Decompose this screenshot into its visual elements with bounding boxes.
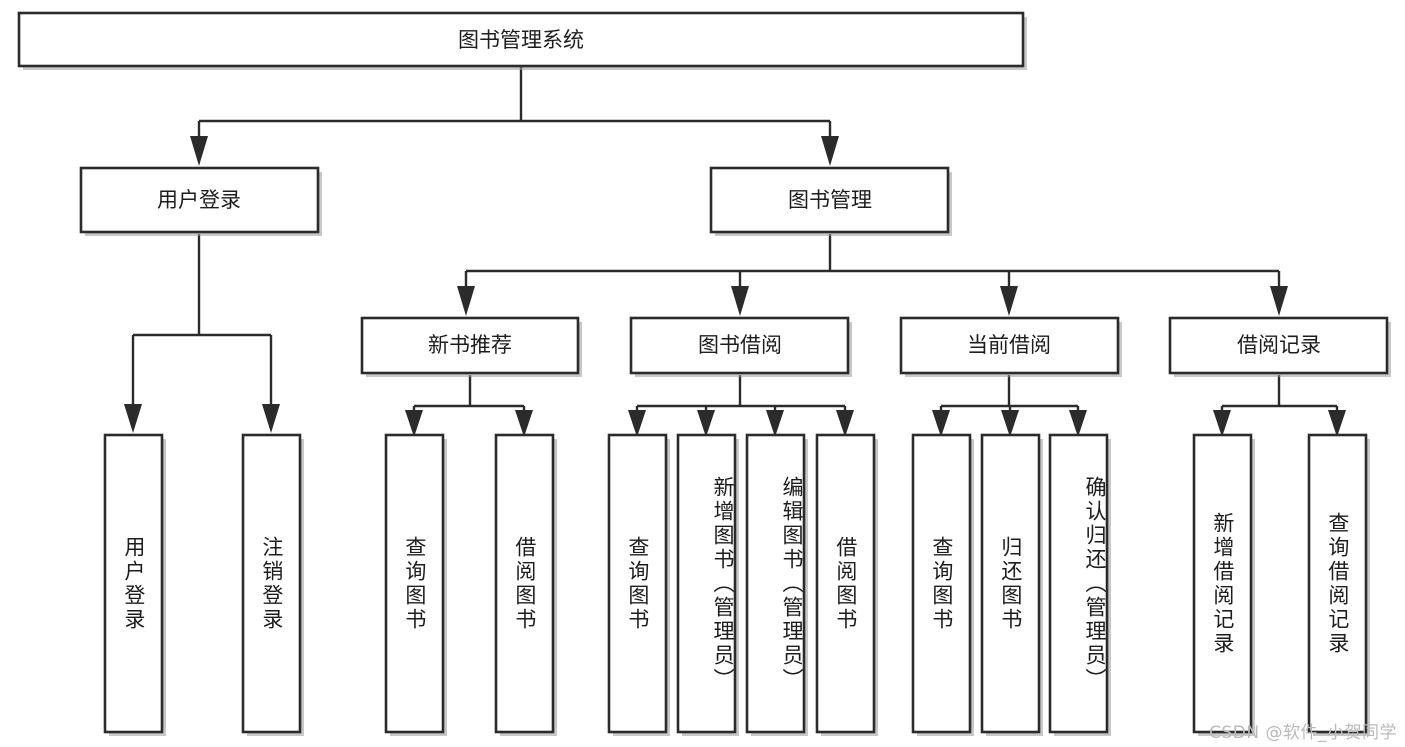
arrowhead-leaf-query-book-1 [405, 410, 423, 437]
arrowhead-new-book-recommend [457, 286, 475, 316]
leaf-query-record-box[interactable] [1307, 433, 1368, 734]
leaf-add-record-box[interactable] [1192, 433, 1253, 734]
leaf-edit-book-box[interactable] [745, 433, 806, 734]
borrow-record-label: 借阅记录 [1237, 333, 1321, 357]
watermark-text: CSDN @软件_小贺同学 [1209, 723, 1397, 743]
arrowhead-leaf-user-login [124, 404, 142, 433]
arrowhead-leaf-query-book-3 [932, 410, 950, 437]
arrowhead-leaf-query-book-2 [628, 410, 646, 437]
book-borrow-box[interactable] [629, 316, 850, 375]
arrowhead-borrow-record [1270, 286, 1288, 316]
leaf-query-book-3-box[interactable] [911, 433, 972, 734]
book-borrow-label: 图书借阅 [698, 333, 782, 357]
arrowhead-leaf-user-logout [262, 404, 280, 433]
new-book-recommend-box[interactable] [360, 316, 580, 375]
arrowhead-leaf-confirm-return [1069, 410, 1087, 437]
arrowhead-leaf-edit-book [766, 410, 784, 437]
user-login-label: 用户登录 [157, 188, 241, 212]
book-manage-box[interactable] [709, 166, 950, 234]
leaf-user-login-box[interactable] [103, 433, 164, 734]
leaf-borrow-book-1-box[interactable] [494, 433, 555, 734]
arrowhead-leaf-return-book [1001, 410, 1019, 437]
current-borrow-box[interactable] [899, 316, 1120, 375]
leaf-return-book-box[interactable] [980, 433, 1041, 734]
leaf-confirm-return-box[interactable] [1048, 433, 1109, 734]
arrowhead-leaf-borrow-book-2 [836, 410, 854, 437]
borrow-record-box[interactable] [1168, 316, 1389, 375]
leaf-query-book-1-box[interactable] [384, 433, 445, 734]
leaf-borrow-book-2-box[interactable] [815, 433, 876, 734]
root-box[interactable] [17, 11, 1025, 68]
leaf-user-logout-box[interactable] [241, 433, 302, 734]
leaf-add-book-box[interactable] [676, 433, 737, 734]
arrowhead-leaf-add-record [1213, 410, 1231, 437]
arrowhead-leaf-query-record [1328, 410, 1346, 437]
leaf-query-book-2-box[interactable] [607, 433, 668, 734]
current-borrow-label: 当前借阅 [967, 333, 1051, 357]
connector-layer [124, 67, 1346, 437]
new-book-recommend-label: 新书推荐 [428, 333, 512, 357]
node-layer: 图书管理系统 用户登录 图书管理 新书推荐 图书借阅 当前借阅 借阅记录 [17, 11, 1391, 736]
arrowhead-book-borrow [731, 286, 749, 316]
arrowhead-user-login [190, 136, 208, 166]
user-login-box[interactable] [79, 166, 320, 234]
book-manage-label: 图书管理 [788, 188, 872, 212]
arrowhead-current-borrow [1000, 286, 1018, 316]
root-label: 图书管理系统 [458, 28, 584, 52]
arrowhead-book-manage [821, 136, 839, 166]
arrowhead-leaf-borrow-book-1 [515, 410, 533, 437]
arrowhead-leaf-add-book [697, 410, 715, 437]
